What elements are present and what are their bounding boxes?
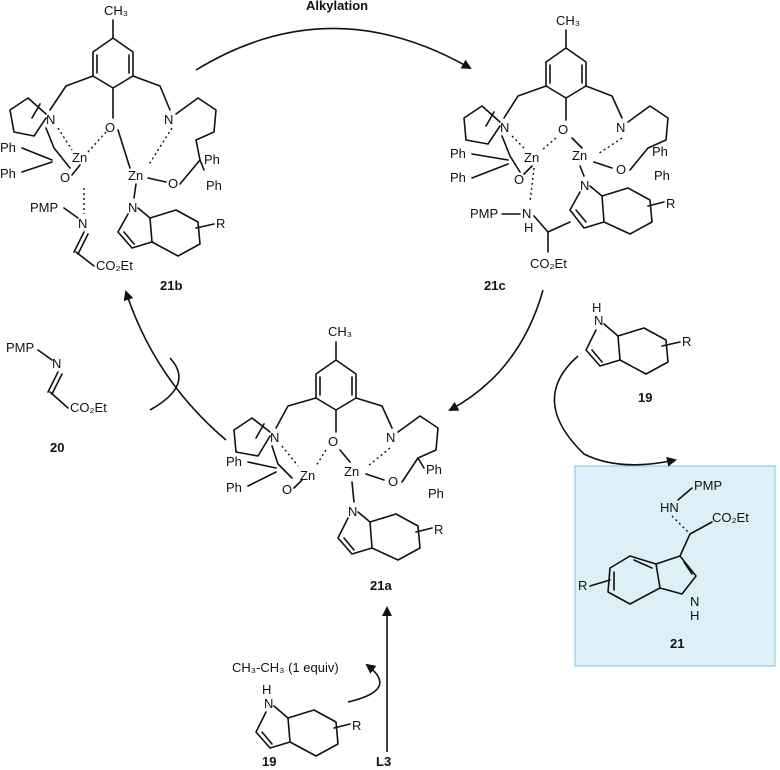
svg-text:N: N <box>522 206 531 221</box>
svg-text:N: N <box>52 356 61 371</box>
svg-text:CO₂Et: CO₂Et <box>96 258 133 273</box>
svg-text:N: N <box>264 696 273 711</box>
svg-text:N: N <box>690 594 699 609</box>
svg-text:N: N <box>580 178 589 193</box>
svg-text:N: N <box>128 200 137 215</box>
svg-text:N: N <box>348 504 357 519</box>
svg-text:19: 19 <box>262 754 276 769</box>
arrow-ethane-out <box>347 663 381 703</box>
svg-text:R: R <box>216 216 225 231</box>
svg-text:N: N <box>616 120 625 135</box>
svg-text:H: H <box>524 220 533 235</box>
svg-text:21b: 21b <box>160 278 182 293</box>
svg-text:N: N <box>164 112 173 127</box>
alkylation-arrow <box>195 27 472 71</box>
svg-text:R: R <box>682 334 691 349</box>
svg-text:PMP: PMP <box>470 206 498 221</box>
svg-text:Ph: Ph <box>0 166 16 181</box>
svg-text:CO₂Et: CO₂Et <box>712 510 749 525</box>
svg-text:Ph: Ph <box>0 140 16 155</box>
svg-text:Zn: Zn <box>128 168 143 183</box>
svg-text:Ph: Ph <box>654 168 670 183</box>
svg-text:L3: L3 <box>376 754 391 769</box>
svg-text:O: O <box>616 162 626 177</box>
arrow-indole-to-product <box>553 355 677 467</box>
svg-text:R: R <box>666 196 675 211</box>
svg-text:R: R <box>434 522 443 537</box>
svg-text:N: N <box>78 216 87 231</box>
svg-text:H: H <box>592 300 601 315</box>
svg-text:Ph: Ph <box>450 146 466 161</box>
alkylation-label: Alkylation <box>306 0 368 13</box>
svg-text:O: O <box>514 172 524 187</box>
svg-text:CO₂Et: CO₂Et <box>70 400 107 415</box>
svg-text:H: H <box>262 682 271 697</box>
arrow-21a-to-21b <box>123 290 227 441</box>
svg-text:R: R <box>578 578 587 593</box>
svg-text:N: N <box>270 430 279 445</box>
svg-text:CH₃: CH₃ <box>104 3 128 18</box>
indole-19-top: N H R 19 <box>585 300 691 405</box>
svg-text:21a: 21a <box>370 578 392 593</box>
svg-text:CH₃: CH₃ <box>328 324 352 339</box>
svg-text:Zn: Zn <box>72 150 87 165</box>
svg-text:R: R <box>352 718 361 733</box>
activation-step: CH₃-CH₃ (1 equiv) N H R 19 L3 <box>232 660 391 769</box>
arrow-21c-to-21a <box>448 289 544 411</box>
svg-text:O: O <box>328 434 338 449</box>
svg-text:20: 20 <box>50 440 64 455</box>
svg-text:N: N <box>594 313 603 328</box>
svg-text:Ph: Ph <box>450 170 466 185</box>
cycle-arrows: Alkylation <box>123 0 677 752</box>
svg-text:Ph: Ph <box>204 152 220 167</box>
svg-text:N: N <box>46 112 55 127</box>
complex-21a: CH₃ O N N Ph Ph O Zn Zn O Ph Ph N R 21a <box>226 324 444 593</box>
svg-text:Ph: Ph <box>652 144 668 159</box>
svg-text:19: 19 <box>638 390 652 405</box>
svg-text:Ph: Ph <box>226 454 242 469</box>
svg-text:O: O <box>60 170 70 185</box>
svg-text:Ph: Ph <box>206 178 222 193</box>
svg-text:PMP: PMP <box>6 340 34 355</box>
svg-text:O: O <box>282 482 292 497</box>
product-21: PMP HN CO₂Et R N H 21 <box>578 478 749 651</box>
svg-text:N: N <box>386 430 395 445</box>
svg-text:Zn: Zn <box>344 464 359 479</box>
complex-21b: CH₃ O N N Ph Ph O Zn Zn O Ph Ph N R PMP <box>0 3 225 293</box>
svg-text:O: O <box>388 474 398 489</box>
svg-text:N: N <box>500 120 509 135</box>
svg-text:21: 21 <box>670 636 684 651</box>
svg-text:Zn: Zn <box>572 148 587 163</box>
svg-text:HN: HN <box>660 500 679 515</box>
svg-text:O: O <box>168 176 178 191</box>
product-highlight-box <box>574 465 776 667</box>
svg-text:Ph: Ph <box>226 480 242 495</box>
imine-20: PMP N CO₂Et 20 <box>6 340 107 455</box>
svg-text:H: H <box>690 608 699 623</box>
svg-text:21c: 21c <box>484 278 506 293</box>
svg-text:Ph: Ph <box>428 486 444 501</box>
svg-text:Ph: Ph <box>426 462 442 477</box>
complex-21c: CH₃ O N N Ph Ph O Zn Zn O Ph Ph N R PMP <box>450 13 675 293</box>
svg-text:PMP: PMP <box>694 478 722 493</box>
arrow-imine-in <box>149 357 180 411</box>
svg-text:Zn: Zn <box>300 468 315 483</box>
svg-text:PMP: PMP <box>30 200 58 215</box>
svg-text:CH₃: CH₃ <box>556 13 580 28</box>
ethane-byproduct: CH₃-CH₃ (1 equiv) <box>232 660 339 675</box>
svg-text:Zn: Zn <box>524 150 539 165</box>
svg-text:O: O <box>105 120 115 135</box>
svg-text:O: O <box>558 122 568 137</box>
svg-text:CO₂Et: CO₂Et <box>530 256 567 271</box>
